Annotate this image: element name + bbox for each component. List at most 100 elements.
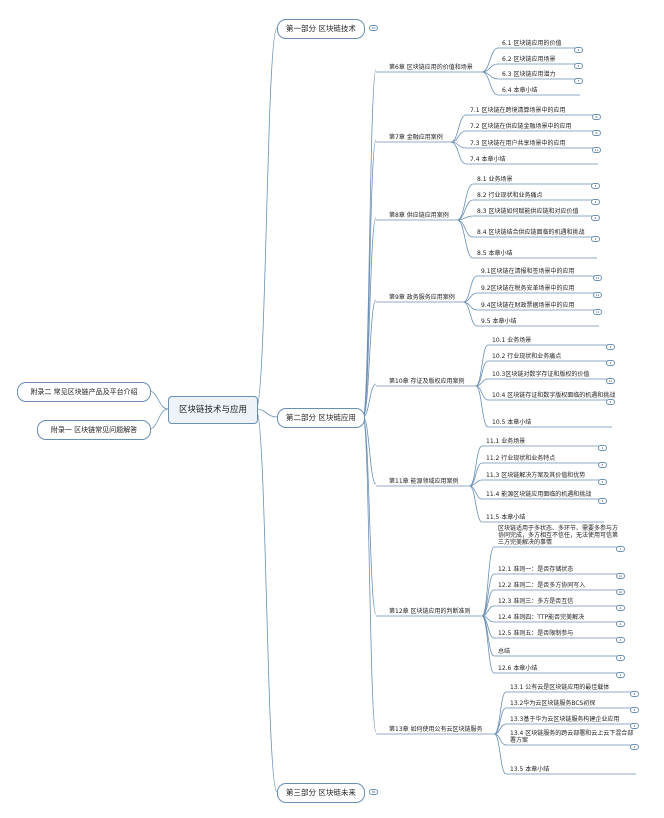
section-item[interactable]: 8.4 区块链结合供应链面临的机遇和挑战	[477, 229, 585, 236]
section-item[interactable]: 13.4 区块链服务的跨云部署和云上云下混合部署方案	[510, 730, 634, 744]
section-item[interactable]: 12.2 准则二：是否多方协同写入	[498, 582, 586, 589]
chapter-node[interactable]: 第8章 供应链应用案例	[389, 212, 449, 219]
chapter-to-item-line	[494, 723, 507, 735]
part-2-to-chapter-3-line	[362, 217, 377, 418]
item-count-badge: 3	[591, 236, 600, 242]
item-count-badge: 3	[616, 637, 625, 643]
section-item[interactable]: 11.1 业务场景	[486, 438, 526, 445]
chapter-to-item-line	[481, 573, 495, 617]
chapter-to-item-line	[481, 615, 495, 674]
part-1-count-badge: 10	[369, 25, 378, 31]
section-item[interactable]: 13.3基于华为云区块链服务构建企业应用	[510, 716, 620, 723]
part-2-node[interactable]: 第二部分 区块链应用	[277, 408, 365, 428]
chapter-node[interactable]: 第13章 如何使用公有云区块链服务	[389, 726, 483, 733]
item-count-badge: 6	[630, 707, 639, 713]
section-item[interactable]: 总结	[498, 648, 511, 655]
appendix-1-node[interactable]: 附录一 区块链常见问题解答	[37, 420, 151, 440]
chapter-to-item-line	[469, 479, 483, 487]
section-item[interactable]: 7.3 区块链在用户共享场景中的应用	[470, 140, 566, 147]
section-item[interactable]: 12.4 准则四：TTP能否完美解决	[498, 614, 585, 621]
item-count-badge: 11	[592, 147, 601, 153]
section-item[interactable]: 9.5 本章小结	[481, 318, 517, 325]
chapter-to-item-line	[481, 546, 495, 617]
item-count-badge: 5	[574, 63, 583, 69]
chapter-to-item-line	[481, 589, 495, 617]
chapter-to-item-line	[463, 275, 478, 303]
chapter-node[interactable]: 第7章 金融应用案例	[389, 134, 443, 141]
item-count-badge: 11	[616, 573, 625, 579]
part-1-node[interactable]: 第一部分 区块链技术	[277, 19, 365, 39]
section-item[interactable]: 10.4 区块链存证和数字版权面临的机遇和挑战	[492, 392, 616, 399]
section-item[interactable]: 12.1 准则一：是否存储状态	[498, 566, 574, 573]
section-item[interactable]: 9.1区块链在清报和签场景中的应用	[481, 268, 575, 275]
part-2-to-chapter-8-line	[362, 416, 377, 733]
section-item[interactable]: 区块链适用于多状态、多环节、需要多参与方协同完成，多方相互不信任，无法使用可信第…	[498, 525, 619, 546]
item-count-badge: 4	[616, 605, 625, 611]
item-count-badge: 1	[616, 672, 625, 678]
root-to-appendix-2-line	[148, 390, 169, 410]
section-item[interactable]: 8.5 本章小结	[477, 250, 513, 257]
appendix-2-node[interactable]: 附录二 常见区块链产品及平台介绍	[17, 382, 151, 402]
item-count-badge: 11	[593, 292, 602, 298]
section-item[interactable]: 6.2 区块链应用场景	[502, 56, 556, 63]
section-item[interactable]: 7.2 区块链在供应链金融场景中的应用	[470, 123, 572, 130]
item-count-badge: 10	[616, 589, 625, 595]
section-item[interactable]: 10.1 业务场景	[492, 337, 532, 344]
chapter-node[interactable]: 第12章 区块链应用的判断准则	[389, 608, 471, 615]
chapter-node[interactable]: 第10章 存证及版权应用案例	[389, 378, 465, 385]
chapter-to-item-line	[481, 47, 499, 73]
chapter-to-item-line	[475, 378, 489, 387]
part-2-to-chapter-2-line	[362, 139, 377, 418]
section-item[interactable]: 9.4区块链在财政票据场景中的应用	[481, 302, 575, 309]
part-2-to-chapter-4-line	[362, 299, 377, 418]
section-item[interactable]: 7.1 区块链在跨境清算场景中的应用	[470, 107, 566, 114]
section-item[interactable]: 6.3 区块链应用潜力	[502, 71, 556, 78]
part-3-node[interactable]: 第三部分 区块链未来	[277, 783, 365, 803]
chapter-to-item-line	[494, 707, 507, 735]
section-item[interactable]: 13.2华为云区块链服务BCS初探	[510, 700, 596, 707]
section-item[interactable]: 10.5 本章小结	[492, 419, 532, 426]
section-item[interactable]: 9.2区块链在税务安革场景中的应用	[481, 285, 575, 292]
chapter-to-item-line	[469, 445, 483, 487]
section-item[interactable]: 6.1 区块链应用的价值	[502, 40, 562, 47]
section-item[interactable]: 12.6 本章小结	[498, 665, 538, 672]
chapter-to-item-line	[463, 292, 478, 303]
item-count-badge: 3	[591, 183, 600, 189]
section-item[interactable]: 12.3 准则三：多方是否互信	[498, 598, 574, 605]
section-item[interactable]: 10.3区块链对数字存证和版权的价值	[492, 371, 590, 378]
section-item[interactable]: 11.4 能源区块链应用面临的机遇和挑战	[486, 491, 592, 498]
chapter-to-item-line	[481, 605, 495, 617]
item-count-badge: 11	[606, 378, 615, 384]
section-item[interactable]: 12.5 准则五：是否限制参与	[498, 630, 574, 637]
item-count-badge: 5	[598, 498, 607, 504]
item-count-badge: 4	[598, 445, 607, 451]
item-count-badge: 11	[593, 275, 602, 281]
section-item[interactable]: 11.2 行业现状和业务特点	[486, 455, 556, 462]
chapter-to-item-line	[469, 462, 483, 487]
item-count-badge: 6	[592, 114, 601, 120]
chapter-to-item-line	[494, 691, 507, 735]
section-item[interactable]: 8.1 业务场景	[477, 176, 513, 183]
chapter-node[interactable]: 第9章 政务服务应用案例	[389, 294, 455, 301]
section-item[interactable]: 11.5 本章小结	[486, 514, 526, 521]
section-item[interactable]: 6.4 本章小结	[502, 87, 538, 94]
section-item[interactable]: 8.2 行业现状和业务痛点	[477, 192, 543, 199]
chapter-to-item-line	[457, 183, 474, 221]
section-item[interactable]: 7.4 本章小结	[470, 156, 506, 163]
chapter-to-item-line	[450, 130, 467, 143]
root-to-part-3-line	[255, 408, 278, 793]
chapter-node[interactable]: 第11章 能源领域应用案例	[389, 478, 459, 485]
section-item[interactable]: 13.1 公有云是区块链应用的最佳载体	[510, 684, 610, 691]
chapter-to-item-line	[457, 199, 474, 221]
chapter-node[interactable]: 第6章 区块链应用的价值和场景	[389, 64, 473, 71]
item-count-badge: 11	[593, 309, 602, 315]
chapter-to-item-line	[450, 114, 467, 143]
root-node[interactable]: 区块链技术与应用	[168, 396, 258, 424]
item-count-badge: 5	[598, 479, 607, 485]
section-item[interactable]: 8.3 区块链如何赋能供应链和对应价值	[477, 208, 579, 215]
section-item[interactable]: 11.3 区块链解决方案及其价值和优势	[486, 472, 586, 479]
section-item[interactable]: 13.5 本章小结	[510, 766, 550, 773]
chapter-to-item-line	[475, 385, 489, 428]
section-item[interactable]: 10.2 行业现状和业务痛点	[492, 353, 562, 360]
